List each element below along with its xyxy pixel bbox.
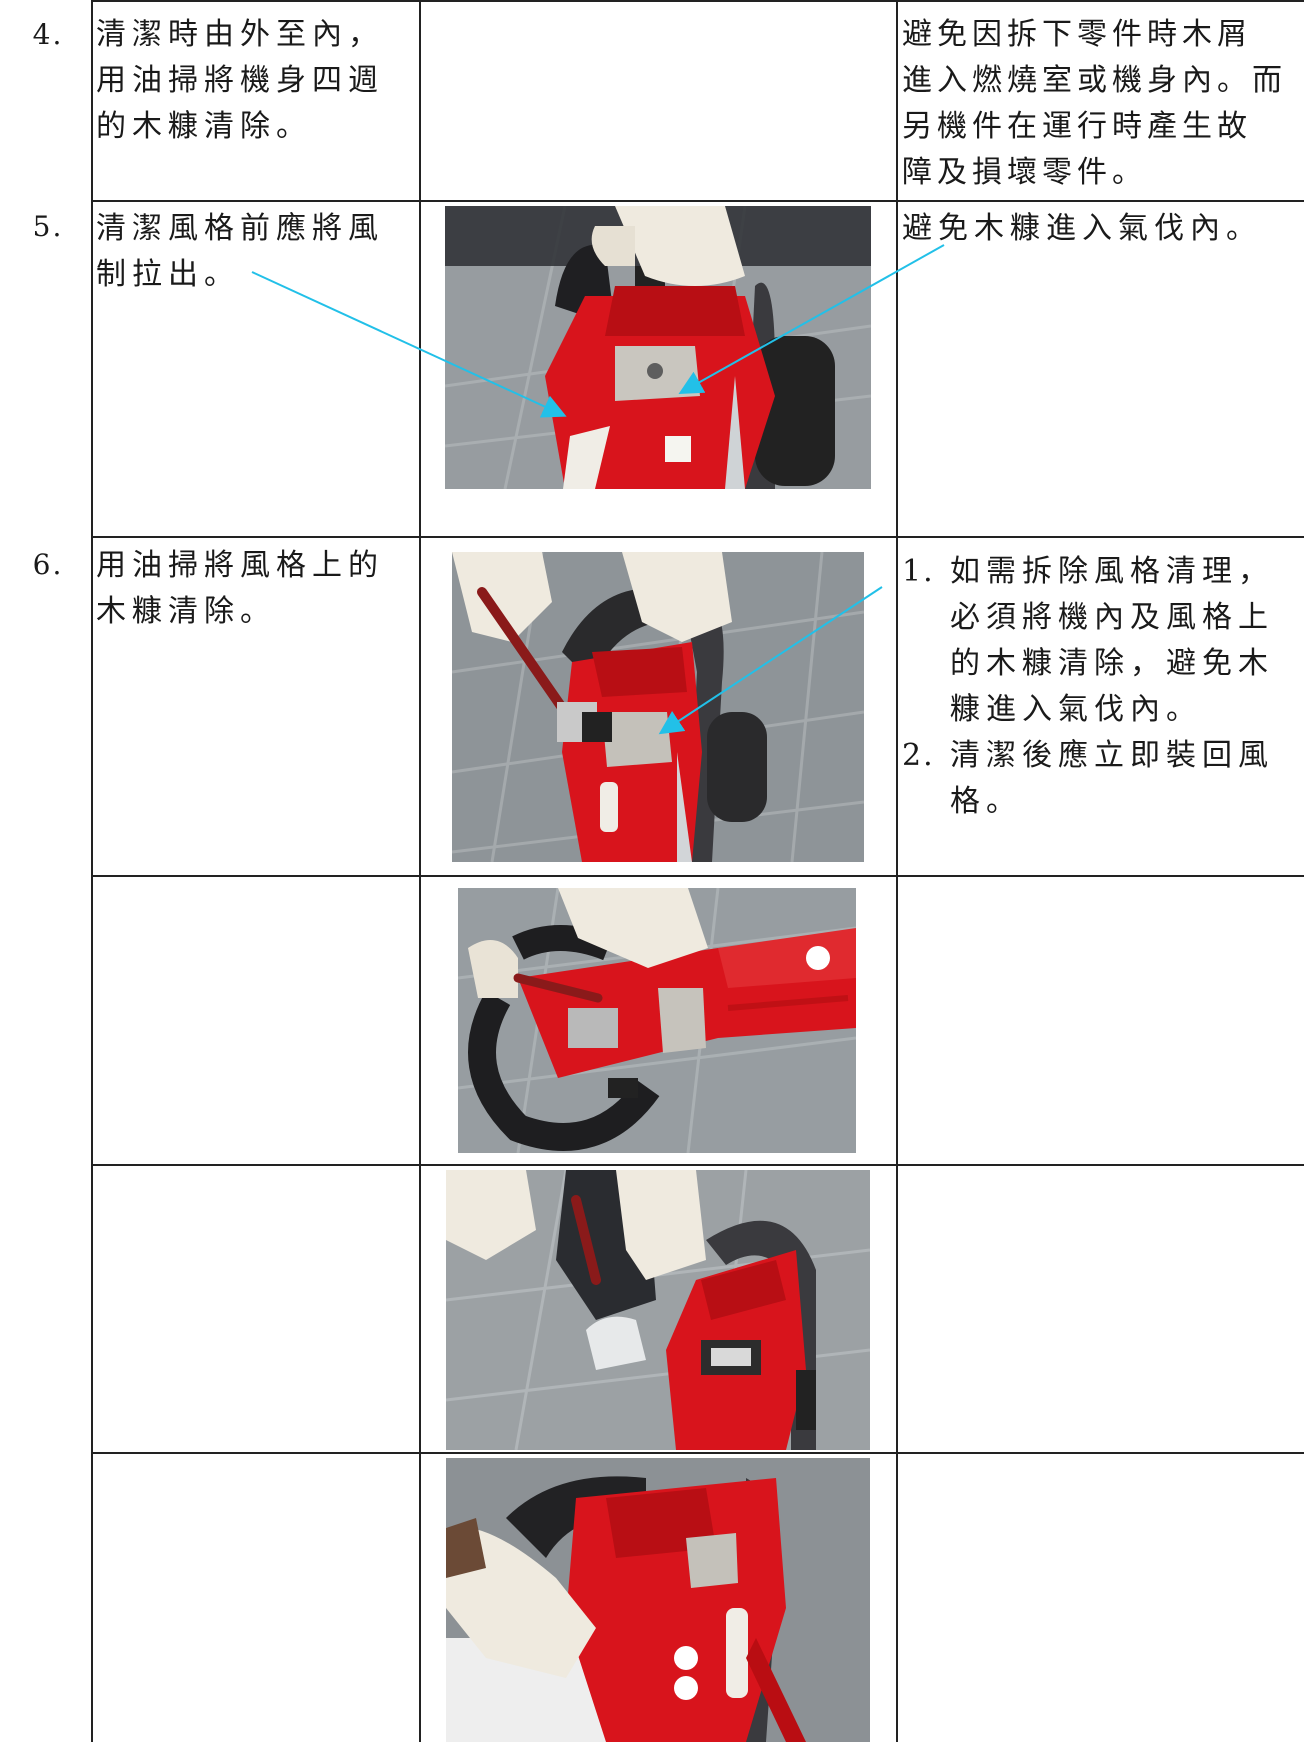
step-text: 清潔風格前應將風 制拉出。	[96, 211, 384, 292]
chainsaw-photo-icon	[445, 206, 871, 489]
table-column-rule	[896, 0, 898, 1742]
list-marker: 1.	[902, 554, 935, 589]
chainsaw-photo-icon	[458, 888, 856, 1153]
table-rule	[91, 536, 1304, 538]
table-rule	[91, 875, 1304, 877]
table-rule	[91, 0, 1304, 2]
table-rule	[91, 200, 1304, 202]
table-rule	[91, 1164, 1304, 1166]
step-number: 4.	[32, 18, 64, 51]
table-rule	[91, 1452, 1304, 1454]
step-text: 清潔時由外至內， 用油掃將機身四週 的木糠清除。	[96, 17, 384, 144]
table-column-rule	[419, 0, 421, 1742]
reason-text: 避免因拆下零件時木屑 進入燃燒室或機身內。而 另機件在運行時產生故 障及損壞零件…	[902, 17, 1287, 190]
step-text: 用油掃將風格上的 木糠清除。	[96, 548, 384, 629]
reason-list: 1. 如需拆除風格清理， 必須將機內及風格上 的木糠清除，避免木 糠進入氣伐內。…	[902, 549, 1302, 825]
chainsaw-photo-icon	[446, 1170, 870, 1450]
table-column-rule	[91, 0, 93, 1742]
list-marker: 2.	[902, 738, 935, 773]
step-number: 6.	[32, 548, 64, 581]
step-number: 5.	[32, 210, 64, 243]
reason-list-item: 1. 如需拆除風格清理， 必須將機內及風格上 的木糠清除，避免木 糠進入氣伐內。	[902, 549, 1302, 733]
chainsaw-photo-icon	[452, 552, 864, 862]
reason-list-item: 2. 清潔後應立即裝回風 格。	[902, 733, 1302, 825]
reason-item-text: 清潔後應立即裝回風 格。	[950, 738, 1274, 819]
reason-text: 避免木糠進入氣伐內。	[902, 211, 1262, 246]
chainsaw-photo-icon	[446, 1458, 870, 1742]
reason-item-text: 如需拆除風格清理， 必須將機內及風格上 的木糠清除，避免木 糠進入氣伐內。	[950, 554, 1274, 727]
